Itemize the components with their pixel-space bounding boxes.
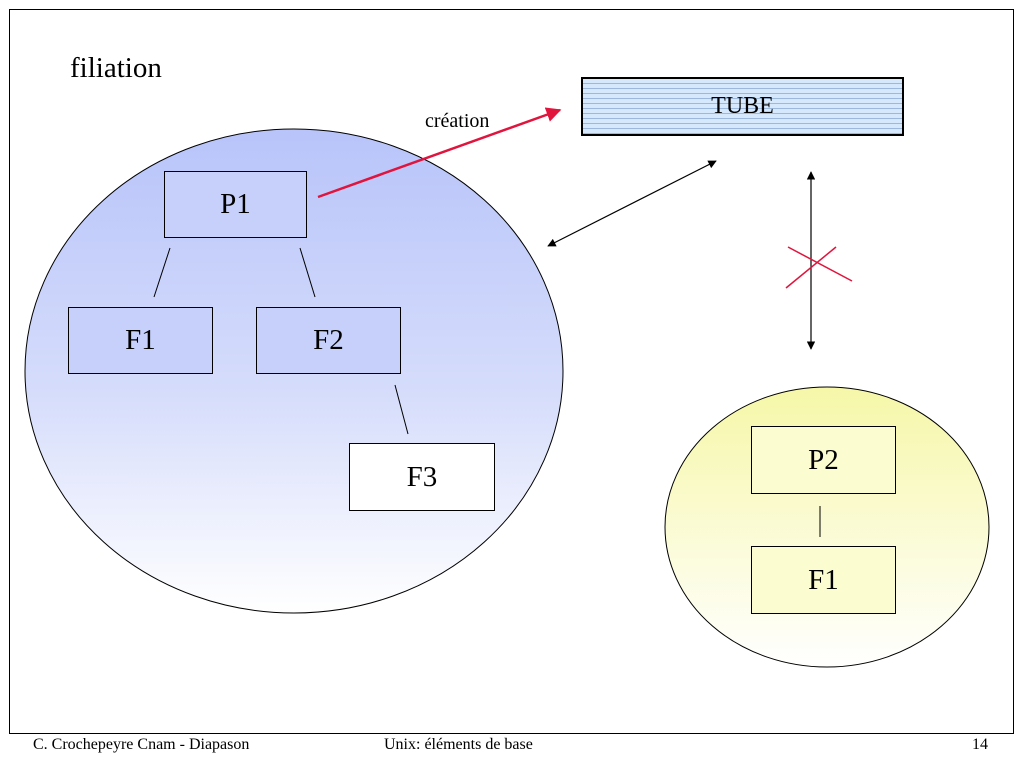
process-f2-label: F2 [313, 324, 344, 356]
process-f1-box: F1 [68, 307, 213, 374]
link-p1-f1 [153, 247, 171, 298]
process-f3-label: F3 [406, 460, 438, 493]
footer-author: C. Crochepeyre Cnam - Diapason [33, 736, 250, 753]
footer-course: Unix: éléments de base [384, 736, 533, 753]
process-p1-label: P1 [220, 188, 251, 220]
creation-arrow [317, 107, 562, 199]
blocked-cross-icon [785, 246, 853, 289]
link-p1-f2 [299, 247, 316, 298]
tube-access-arrow [547, 160, 717, 247]
process-p2-f1-box: F1 [751, 546, 896, 614]
creation-label: création [425, 110, 490, 132]
process-f1-label: F1 [125, 324, 156, 356]
process-f3-box: F3 [349, 443, 495, 511]
slide-frame [9, 9, 1014, 734]
tube-label: TUBE [711, 93, 774, 119]
process-p2-label: P2 [808, 443, 839, 476]
tube-box: TUBE [581, 77, 904, 136]
process-p2-box: P2 [751, 426, 896, 494]
process-group-2-ellipse [664, 386, 990, 668]
process-f2-box: F2 [256, 307, 401, 374]
process-p1-box: P1 [164, 171, 307, 238]
link-f2-f3 [394, 384, 409, 435]
footer-page-number: 14 [972, 736, 988, 753]
process-p2-f1-label: F1 [808, 563, 839, 596]
slide-title: filiation [70, 52, 162, 84]
